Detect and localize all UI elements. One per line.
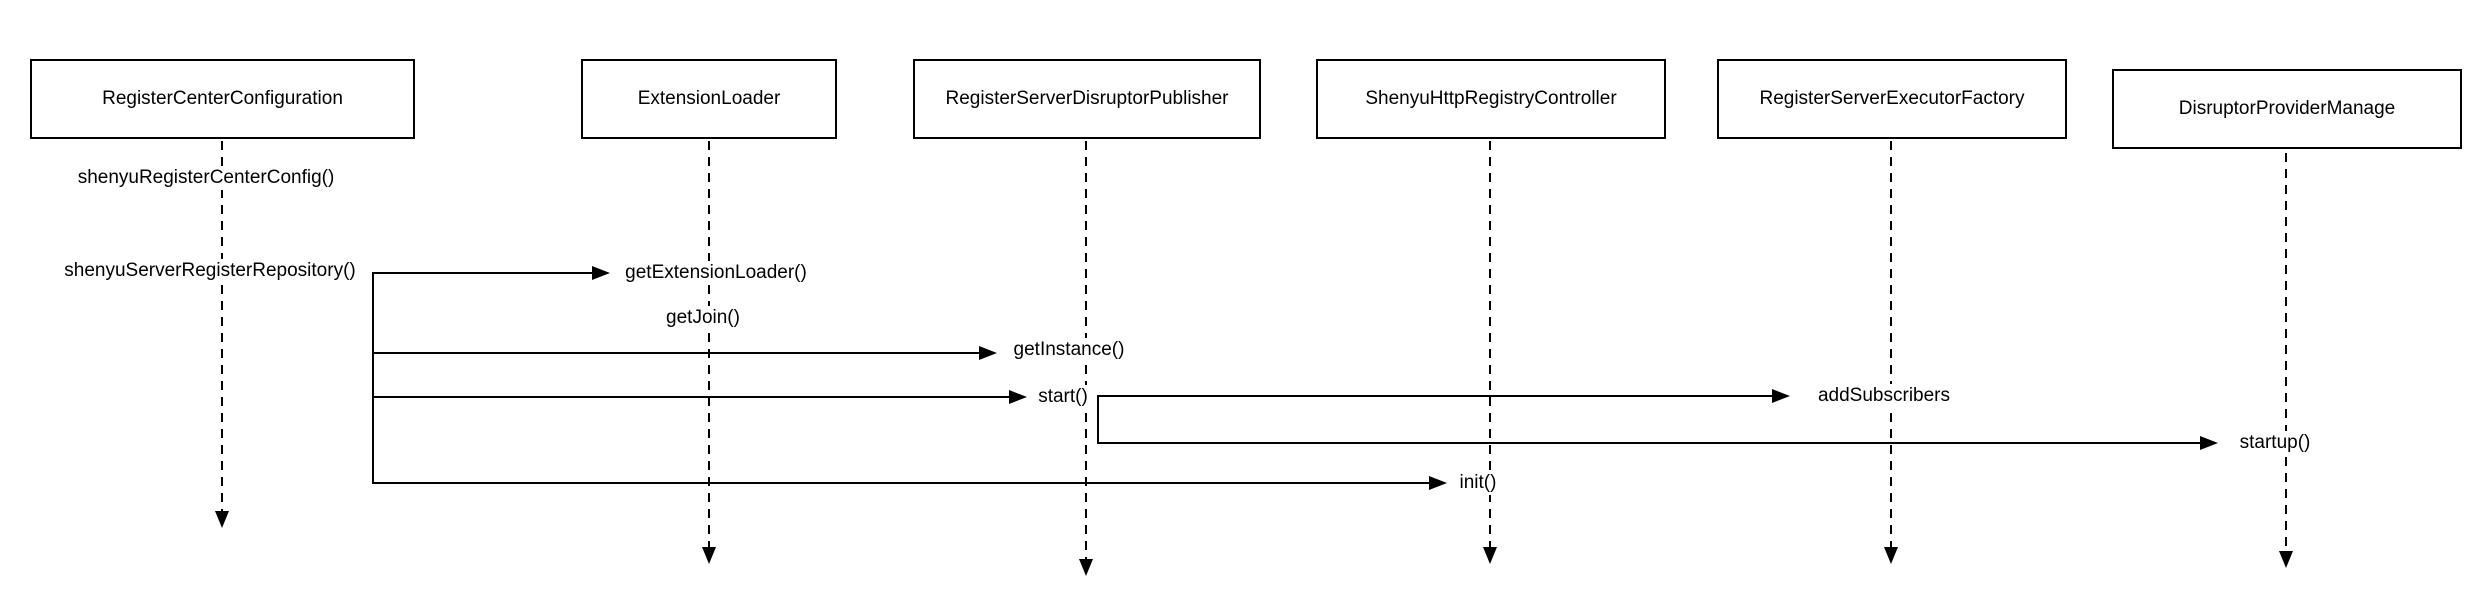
lifeline-end-arrow-icon — [1079, 559, 1093, 576]
lifeline-end-arrow-icon — [702, 547, 716, 564]
arrowhead-icon — [1429, 476, 1447, 490]
arrowhead-icon — [979, 346, 997, 360]
participant-box-register-center-configuration: RegisterCenterConfiguration — [30, 59, 415, 139]
lifeline-end-arrow-icon — [215, 511, 229, 528]
message-arrow-startup — [1097, 442, 2200, 444]
message-label-add-subscribers: addSubscribers — [1814, 384, 1954, 408]
message-arrow-get-extension-loader — [372, 272, 592, 274]
participant-box-shenyu-http-registry-controller: ShenyuHttpRegistryController — [1316, 59, 1666, 139]
lifeline-end-arrow-icon — [1483, 547, 1497, 564]
message-label-get-extension-loader: getExtensionLoader() — [622, 261, 810, 285]
message-label-get-instance: getInstance() — [1010, 338, 1128, 362]
lifeline-register-server-executor-factory — [1890, 141, 1892, 547]
lifeline-shenyu-http-registry-controller — [1489, 141, 1491, 547]
participant-box-register-server-disruptor-publisher: RegisterServerDisruptorPublisher — [913, 59, 1261, 139]
lifeline-register-center-configuration — [221, 141, 223, 511]
lifeline-extension-loader — [708, 141, 710, 547]
participant-box-extension-loader: ExtensionLoader — [581, 59, 837, 139]
message-arrow-start — [372, 396, 1009, 398]
message-arrow-add-subscribers — [1097, 395, 1772, 397]
message-arrow-init — [372, 482, 1429, 484]
lifeline-end-arrow-icon — [2279, 551, 2293, 568]
message-branch-line-register-server-disruptor-publisher — [1097, 395, 1099, 444]
message-label-shenyu-server-register-repository: shenyuServerRegisterRepository() — [61, 259, 359, 283]
message-label-startup: startup() — [2236, 431, 2314, 455]
arrowhead-icon — [592, 266, 610, 280]
participant-box-disruptor-provider-manage: DisruptorProviderManage — [2112, 69, 2462, 149]
arrowhead-icon — [2200, 436, 2218, 450]
message-label-start: start() — [1035, 385, 1091, 409]
participant-box-register-server-executor-factory: RegisterServerExecutorFactory — [1717, 59, 2067, 139]
arrowhead-icon — [1772, 389, 1790, 403]
lifeline-end-arrow-icon — [1884, 547, 1898, 564]
message-branch-line-register-center-configuration — [372, 272, 374, 484]
arrowhead-icon — [1009, 390, 1027, 404]
message-label-shenyu-register-center-config: shenyuRegisterCenterConfig() — [74, 166, 338, 190]
message-arrow-get-instance — [372, 352, 979, 354]
lifeline-disruptor-provider-manage — [2285, 153, 2287, 551]
message-label-get-join: getJoin() — [663, 306, 743, 330]
message-label-init: init() — [1456, 471, 1500, 495]
